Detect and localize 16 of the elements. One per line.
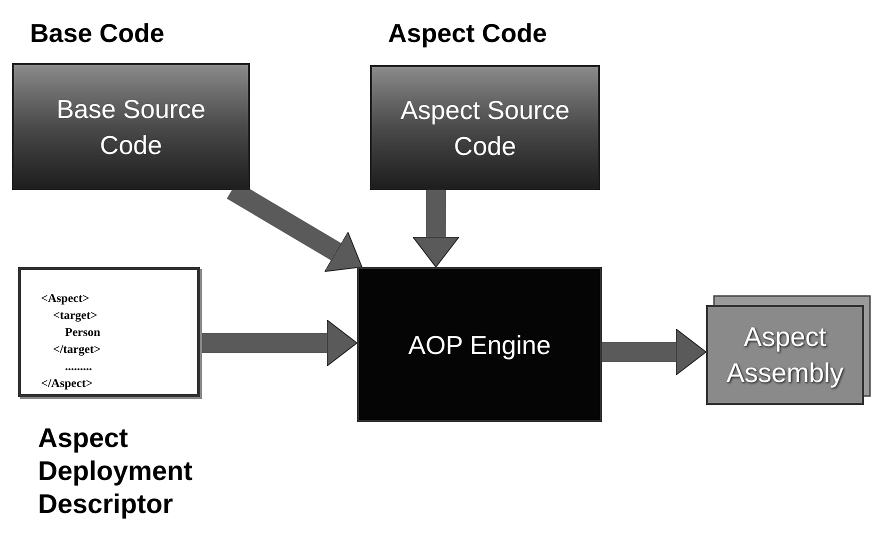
code-line: </Aspect> (41, 375, 94, 392)
heading: Base Code (30, 17, 164, 50)
box-label: Aspect Assembly (725, 321, 845, 390)
box-label: Aspect Source Code (399, 94, 571, 162)
heading: Aspect Code (388, 17, 547, 50)
box-label: AOP Engine (408, 328, 551, 362)
code-line: ......... (64, 358, 93, 375)
code-line: Person (64, 324, 102, 341)
code-line: <target> (52, 307, 98, 324)
code-line: </target> (52, 341, 102, 358)
code-line: <Aspect> (41, 290, 90, 307)
block-arrow (602, 328, 706, 376)
block-arrow (412, 190, 460, 268)
block-arrow (200, 319, 358, 366)
node-label: Aspect Deployment Descriptor (38, 422, 194, 521)
box-label: Base Source Code (56, 92, 206, 162)
